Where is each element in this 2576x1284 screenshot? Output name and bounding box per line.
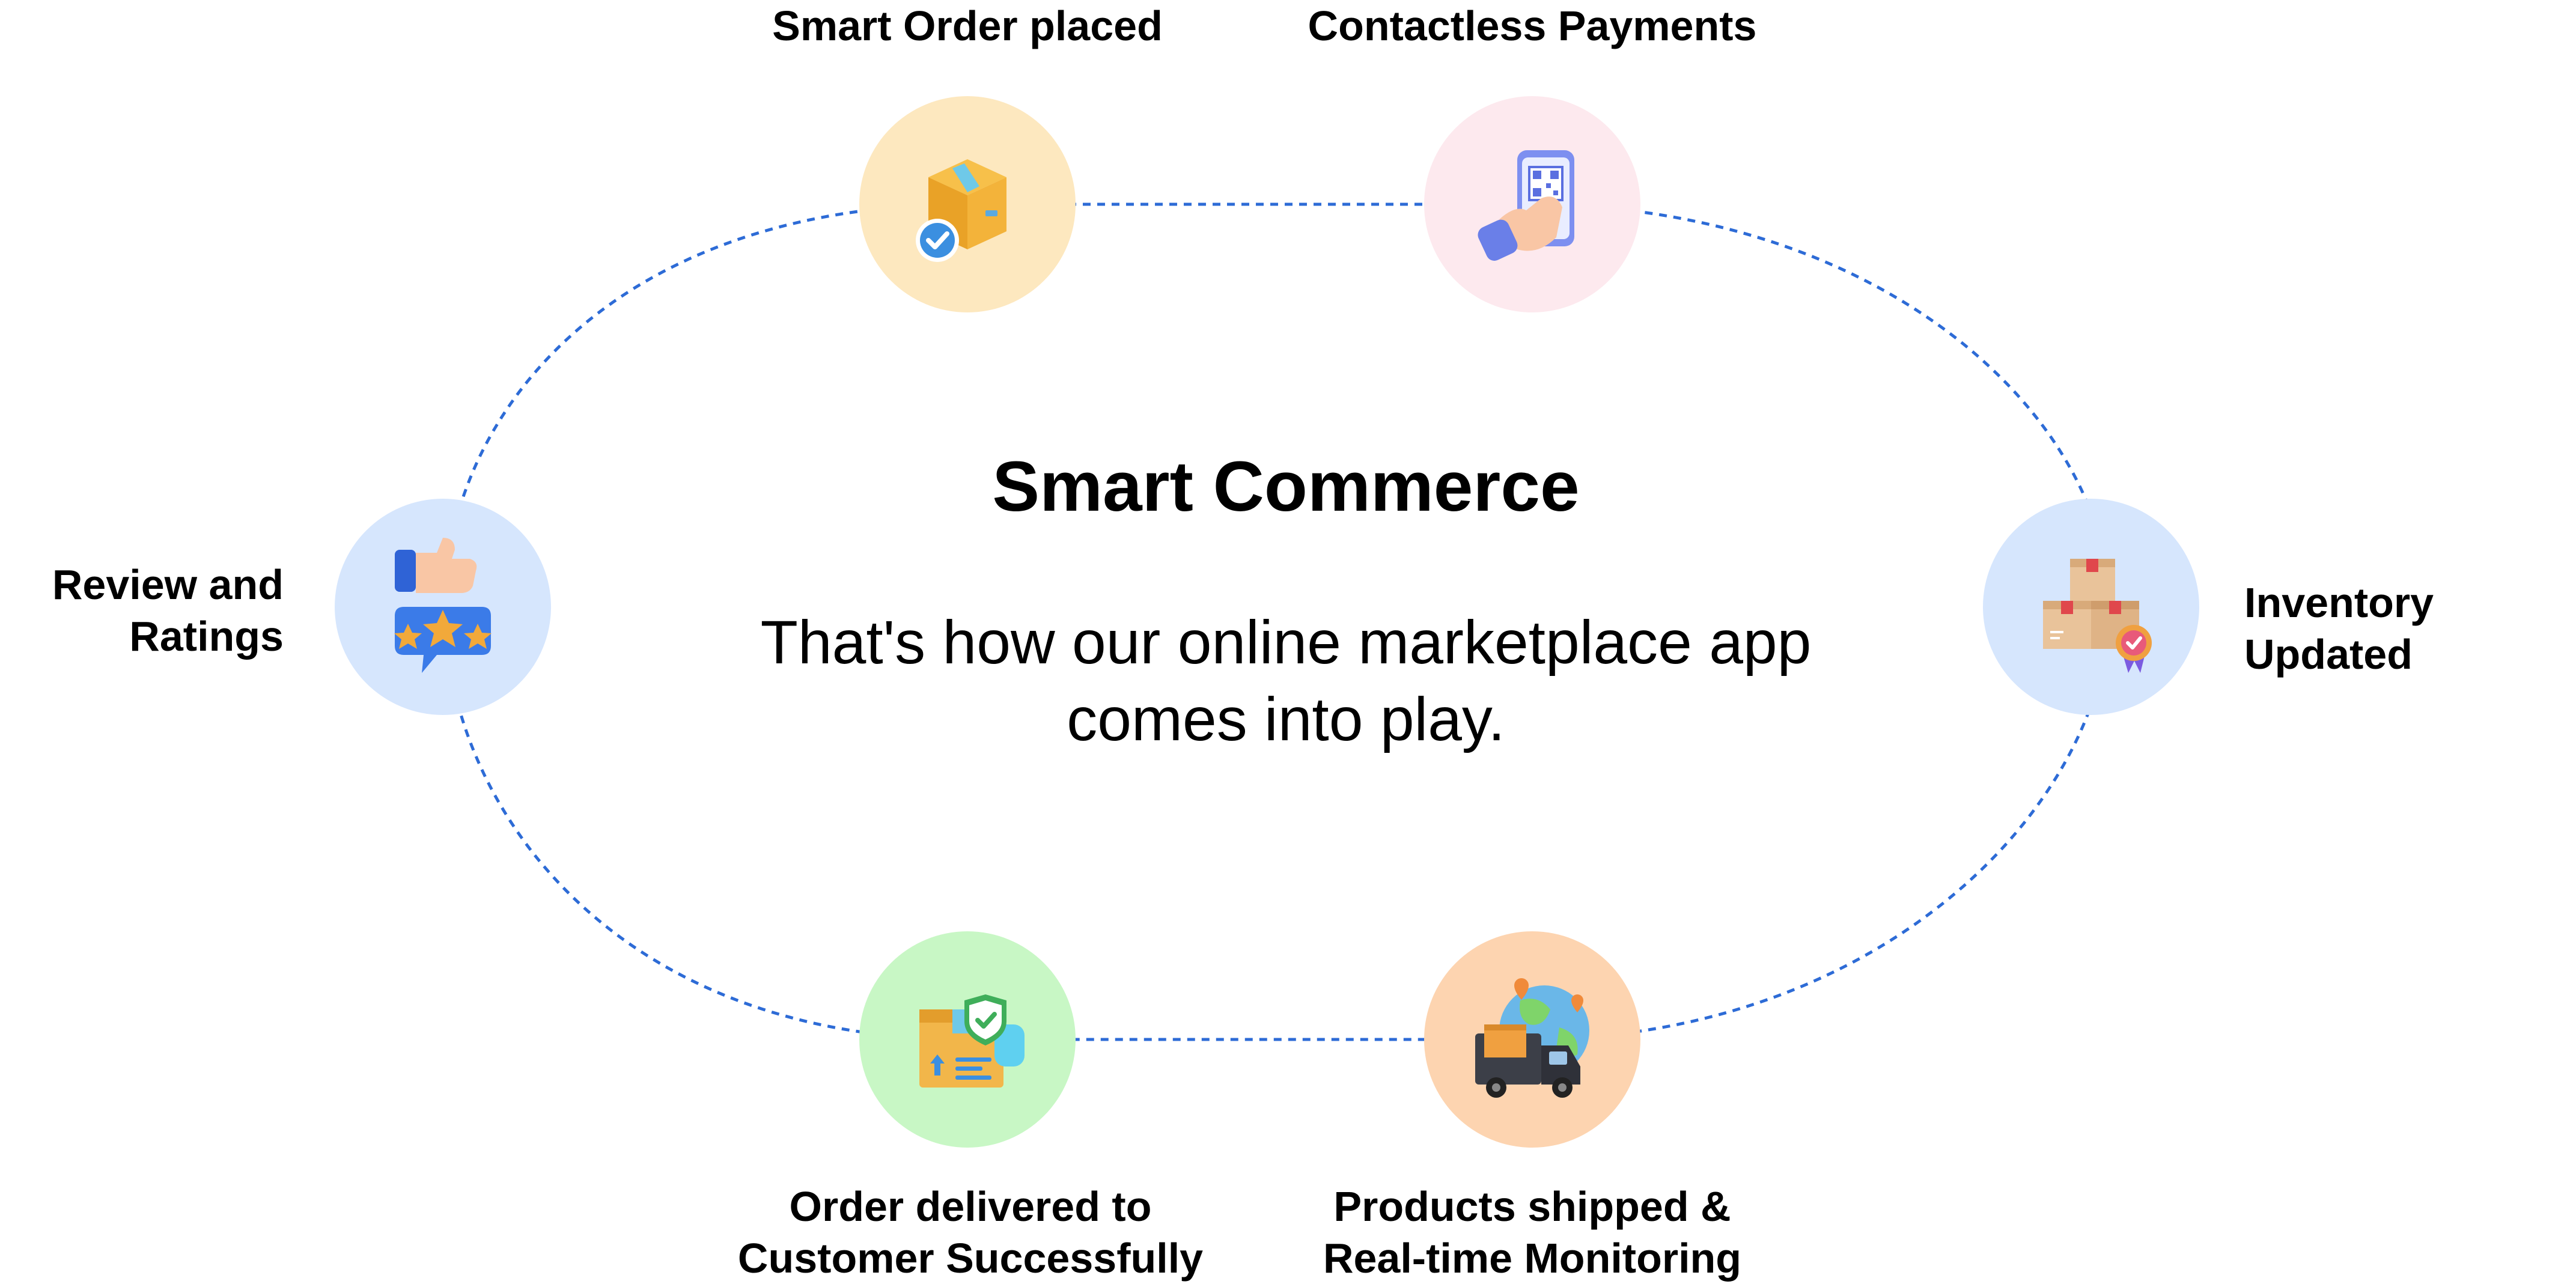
step-label-line: Ratings bbox=[129, 613, 284, 660]
step-products-shipped bbox=[1424, 931, 1640, 1148]
step-label-line: Review and bbox=[52, 561, 284, 608]
step-label-products-shipped: Products shipped & Real-time Monitoring bbox=[1323, 1181, 1741, 1284]
delivery-truck-globe-icon bbox=[1475, 978, 1589, 1098]
diagram-title: Smart Commerce bbox=[992, 447, 1580, 526]
step-label-line: Products shipped & bbox=[1333, 1183, 1731, 1230]
step-label-order-delivered: Order delivered to Customer Successfully bbox=[738, 1181, 1203, 1284]
delivered-box-shield-icon bbox=[919, 994, 1025, 1088]
diagram-subtitle: That's how our online marketplace app co… bbox=[601, 604, 1971, 758]
step-inventory-updated bbox=[1983, 499, 2199, 715]
step-label-line: Order delivered to bbox=[789, 1183, 1152, 1230]
step-label-line: Contactless Payments bbox=[1308, 2, 1757, 49]
step-contactless-payments bbox=[1424, 96, 1640, 312]
step-order-delivered bbox=[859, 931, 1076, 1148]
step-label-line: Smart Order placed bbox=[772, 2, 1163, 49]
phone-qr-payment-icon bbox=[1478, 150, 1574, 261]
dashed-loop-path bbox=[443, 202, 2111, 1041]
step-label-review-ratings: Review and Ratings bbox=[52, 559, 284, 662]
step-label-line: Updated bbox=[2244, 631, 2413, 678]
step-label-contactless-payments: Contactless Payments bbox=[1308, 0, 1757, 52]
step-label-line: Inventory bbox=[2244, 579, 2434, 626]
step-label-order-placed: Smart Order placed bbox=[772, 0, 1163, 52]
thumbs-up-stars-icon bbox=[394, 538, 492, 673]
step-label-line: Customer Successfully bbox=[737, 1235, 1204, 1282]
package-check-icon bbox=[916, 159, 1006, 262]
step-label-line: Real-time Monitoring bbox=[1323, 1235, 1742, 1282]
subtitle-line: comes into play. bbox=[1067, 685, 1505, 753]
step-review-ratings bbox=[335, 499, 551, 715]
subtitle-line: That's how our online marketplace app bbox=[760, 608, 1812, 677]
step-label-inventory-updated: Inventory Updated bbox=[2244, 577, 2434, 680]
step-order-placed bbox=[859, 96, 1076, 312]
boxes-badge-icon bbox=[2043, 559, 2152, 673]
